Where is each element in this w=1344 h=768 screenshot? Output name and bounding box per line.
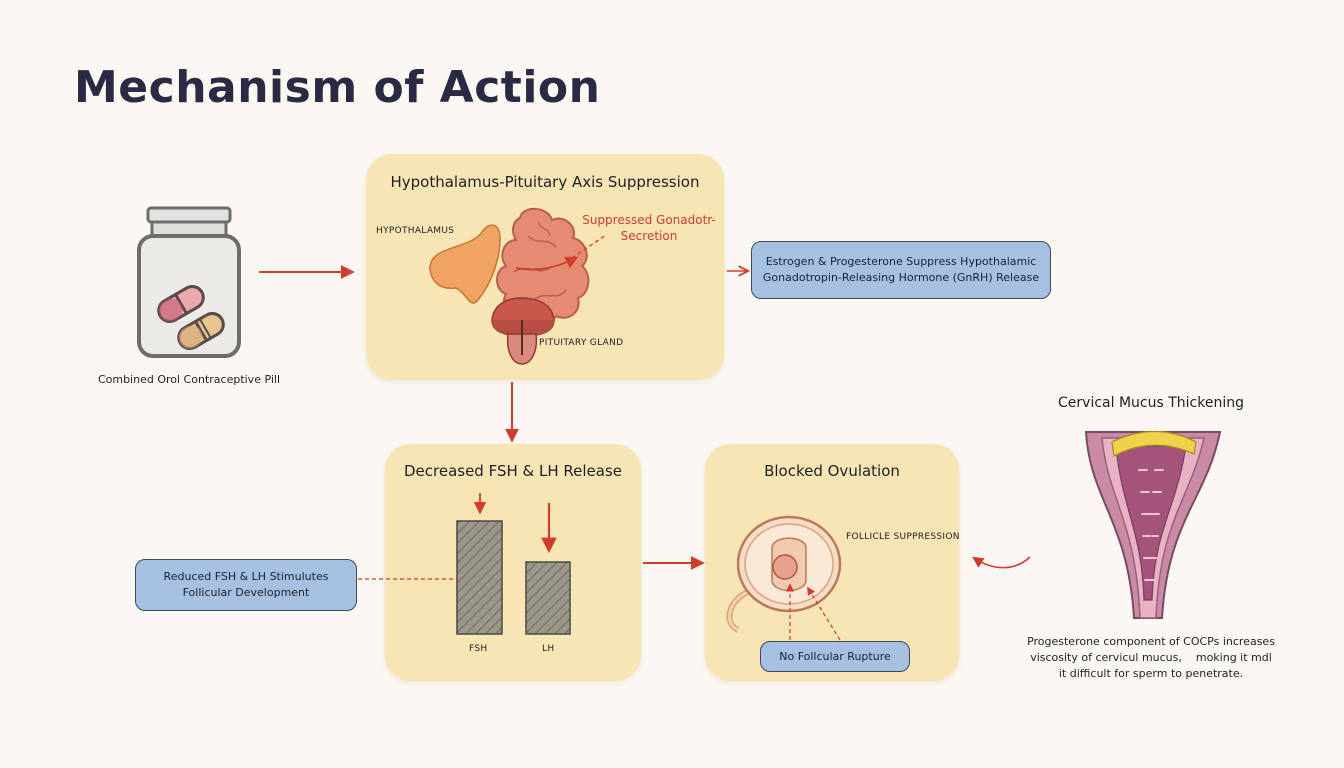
pituitary-label: PITUITARY GLAND (539, 338, 624, 348)
follicular-note: Reduced FSH & LH Stimulutes Follicular D… (135, 559, 357, 611)
fsh-panel-title: Decreased FSH & LH Release (403, 462, 623, 480)
hypothalamus-label: HYPOTHALAMUS (376, 226, 455, 236)
follicle-suppression-label: FOLLICLE SUPPRESSION (846, 532, 960, 542)
axis-panel-title: Hypothalamus-Pituitary Axis Suppression (390, 173, 700, 191)
pituitary-gland-icon (491, 297, 555, 365)
suppressed-secretion-label: Suppressed Gonadotr- Secretion (582, 213, 716, 244)
fsh-panel: Decreased FSH & LH Release (385, 444, 641, 681)
brain-icon (496, 207, 590, 326)
fsh-bar (456, 520, 503, 635)
arrow-cervical-to-ovulation (972, 556, 1031, 569)
lh-bar (525, 561, 571, 635)
pill-bottle-icon (137, 206, 241, 358)
gnrh-note: Estrogen & Progesterone Suppress Hypotha… (751, 241, 1051, 299)
cervical-title: Cervical Mucus Thickening (1058, 395, 1244, 411)
fsh-label: FSH (469, 644, 488, 654)
hypothalamus-icon (429, 224, 501, 304)
no-rupture-note: No Follcular Rupture (760, 641, 910, 672)
page-title: Mechanism of Action (74, 62, 601, 113)
pill-caption: Combined Orol Contraceptive Pill (97, 373, 281, 386)
lh-label: LH (542, 644, 555, 654)
ovulation-panel-title: Blocked Ovulation (764, 462, 900, 480)
cervical-description: Progesterone component of COCPs increase… (1027, 635, 1275, 680)
cervix-icon (1084, 430, 1222, 619)
